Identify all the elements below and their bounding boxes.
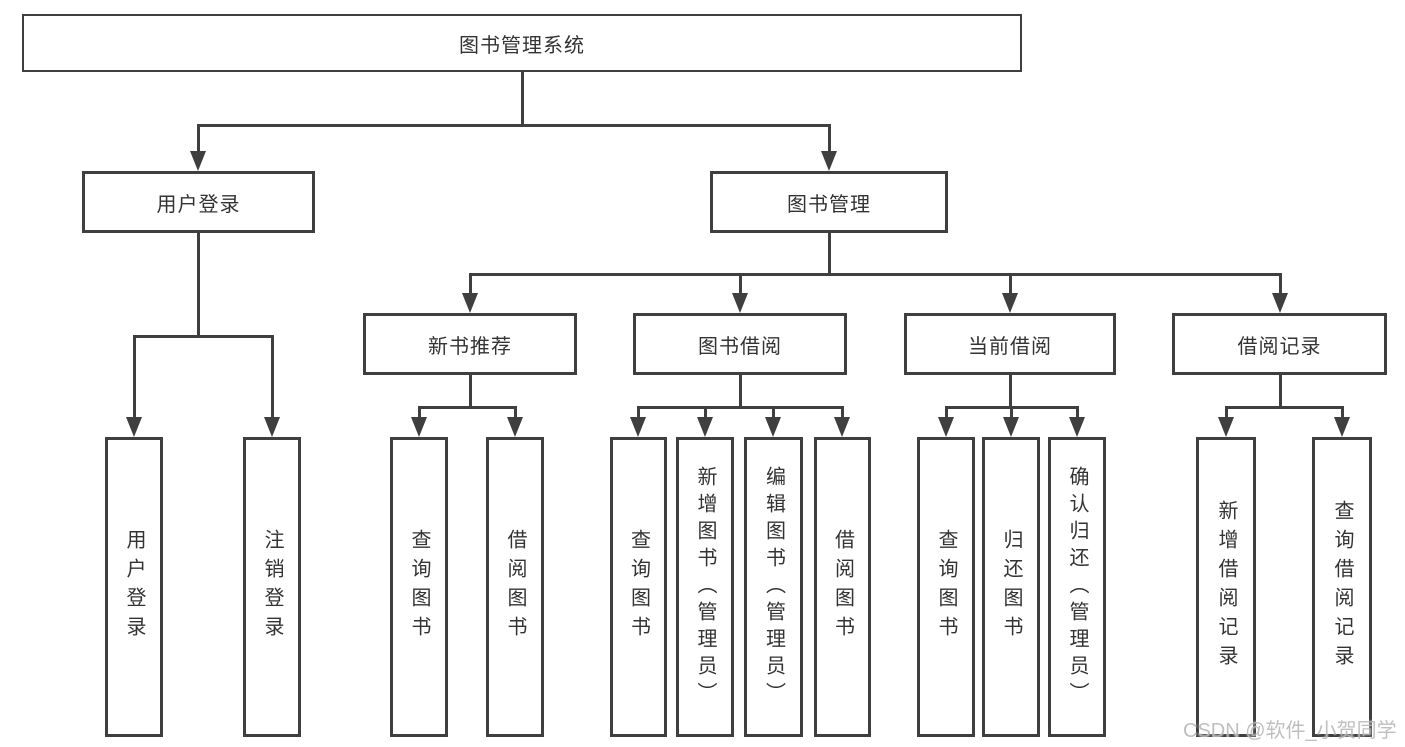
node-new-book-recommend: 新书推荐 — [363, 313, 577, 375]
arrowhead-icon — [126, 417, 142, 437]
connector-line — [196, 124, 200, 155]
node-borrowing-records: 借阅记录 — [1172, 313, 1387, 375]
leaf-add-books-admin: 新增图书（管理员） — [676, 437, 734, 737]
connector-line — [636, 406, 844, 409]
arrowhead-icon — [821, 151, 837, 171]
leaf-logout: 注销登录 — [243, 437, 301, 737]
node-book-borrowing-label: 图书借阅 — [698, 335, 782, 358]
arrowhead-icon — [732, 293, 748, 313]
leaf-user-login: 用户登录 — [105, 437, 163, 737]
connector-line — [513, 406, 517, 421]
leaf-query-books-1: 查询图书 — [390, 437, 448, 737]
connector-line — [738, 375, 742, 406]
connector-line — [417, 406, 517, 409]
arrowhead-icon — [462, 293, 478, 313]
connector-line — [827, 233, 831, 273]
leaf-add-borrow-record: 新增借阅记录 — [1196, 437, 1256, 737]
connector-line — [1224, 406, 1228, 421]
leaf-borrow-books-2-label: 借阅图书 — [831, 529, 854, 645]
arrowhead-icon — [411, 417, 427, 437]
leaf-query-borrow-record-label: 查询借阅记录 — [1331, 500, 1353, 674]
leaf-query-books-2-label: 查询图书 — [627, 529, 650, 645]
node-new-book-recommend-label: 新书推荐 — [428, 335, 512, 358]
arrowhead-icon — [264, 417, 280, 437]
arrowhead-icon — [834, 417, 850, 437]
connector-line — [468, 375, 472, 406]
arrowhead-icon — [938, 417, 954, 437]
leaf-query-books-3: 查询图书 — [917, 437, 975, 737]
connector-line — [468, 273, 472, 297]
node-root-label: 图书管理系统 — [459, 34, 585, 57]
leaf-borrow-books-1: 借阅图书 — [486, 437, 544, 737]
csdn-watermark: CSDN @软件_小贺同学 — [1183, 720, 1397, 742]
leaf-borrow-books-1-label: 借阅图书 — [504, 529, 526, 645]
node-user-login-label: 用户登录 — [156, 193, 241, 216]
arrowhead-icon — [1069, 417, 1085, 437]
connector-line — [196, 233, 200, 335]
arrowhead-icon — [1003, 417, 1019, 437]
node-book-management: 图书管理 — [710, 171, 948, 233]
leaf-logout-label: 注销登录 — [261, 529, 283, 645]
connector-line — [1008, 273, 1012, 297]
leaf-query-borrow-record: 查询借阅记录 — [1312, 437, 1372, 737]
connector-line — [827, 124, 831, 155]
arrowhead-icon — [1002, 293, 1018, 313]
arrowhead-icon — [1272, 293, 1288, 313]
connector-line — [840, 406, 844, 421]
connector-line — [417, 406, 421, 421]
leaf-edit-books-admin-label: 编辑图书（管理员） — [762, 465, 785, 709]
connector-line — [703, 406, 707, 421]
leaf-borrow-books-2: 借阅图书 — [814, 437, 871, 737]
connector-line — [520, 72, 524, 124]
leaf-user-login-label: 用户登录 — [123, 529, 145, 645]
connector-line — [1224, 406, 1344, 409]
leaf-add-books-admin-label: 新增图书（管理员） — [694, 465, 716, 709]
leaf-add-borrow-record-label: 新增借阅记录 — [1215, 500, 1237, 674]
connector-line — [196, 124, 831, 127]
node-root: 图书管理系统 — [22, 14, 1022, 72]
node-borrowing-records-label: 借阅记录 — [1237, 335, 1322, 358]
node-current-borrowing-label: 当前借阅 — [968, 335, 1052, 358]
arrowhead-icon — [1218, 417, 1234, 437]
connector-line — [468, 273, 1282, 276]
node-book-borrowing: 图书借阅 — [633, 313, 847, 375]
node-current-borrowing: 当前借阅 — [904, 313, 1116, 375]
arrowhead-icon — [630, 417, 646, 437]
connector-line — [771, 406, 775, 421]
connector-line — [636, 406, 640, 421]
connector-line — [270, 335, 274, 421]
connector-line — [1009, 406, 1013, 421]
leaf-query-books-1-label: 查询图书 — [408, 529, 430, 645]
connector-line — [1075, 406, 1079, 421]
arrowhead-icon — [697, 417, 713, 437]
connector-line — [132, 335, 274, 338]
node-user-login: 用户登录 — [82, 171, 315, 233]
leaf-edit-books-admin: 编辑图书（管理员） — [744, 437, 803, 737]
leaf-return-books-label: 归还图书 — [1000, 529, 1022, 645]
leaf-return-books: 归还图书 — [982, 437, 1040, 737]
node-book-management-label: 图书管理 — [787, 193, 871, 216]
connector-line — [738, 273, 742, 297]
arrowhead-icon — [190, 151, 206, 171]
connector-line — [1278, 375, 1282, 406]
connector-line — [1008, 375, 1012, 406]
leaf-confirm-return-admin: 确认归还（管理员） — [1048, 437, 1106, 737]
connector-line — [1278, 273, 1282, 297]
arrowhead-icon — [507, 417, 523, 437]
leaf-query-books-2: 查询图书 — [610, 437, 667, 737]
connector-line — [944, 406, 948, 421]
leaf-confirm-return-admin-label: 确认归还（管理员） — [1066, 465, 1088, 709]
connector-line — [1340, 406, 1344, 421]
arrowhead-icon — [765, 417, 781, 437]
leaf-query-books-3-label: 查询图书 — [935, 529, 957, 645]
connector-line — [132, 335, 136, 421]
arrowhead-icon — [1334, 417, 1350, 437]
